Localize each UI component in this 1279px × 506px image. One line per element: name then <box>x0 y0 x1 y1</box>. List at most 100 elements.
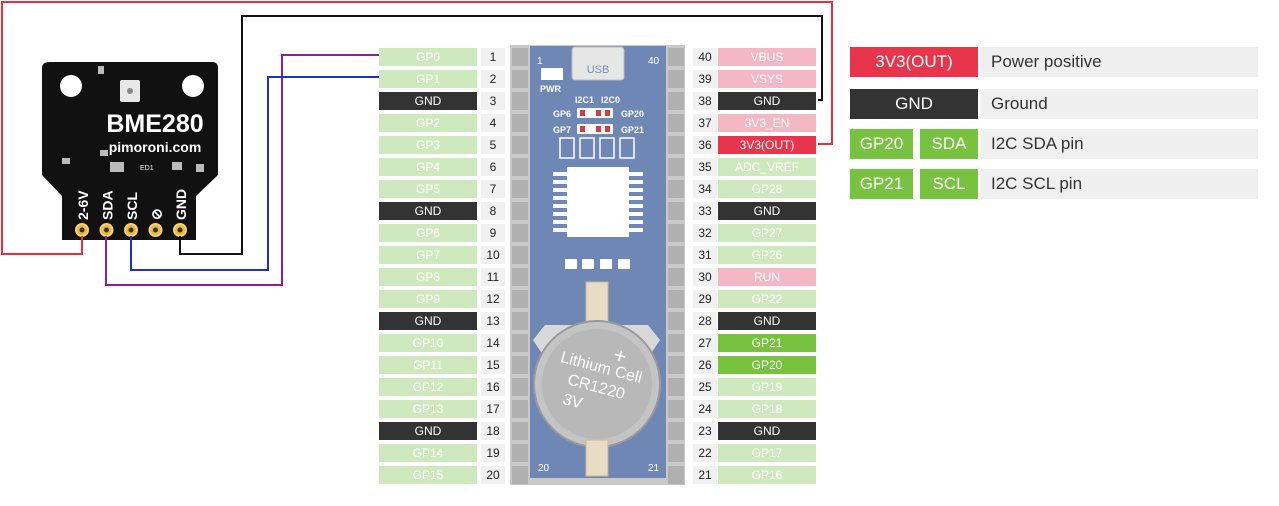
right-pin-label: GP28 <box>718 180 816 198</box>
pin1-silk: 1 <box>537 56 543 67</box>
left-pin-number: 16 <box>481 378 505 396</box>
right-pin-label: VSYS <box>718 70 816 88</box>
right-pin-label: GND <box>718 312 816 330</box>
legend-row-background <box>980 169 1258 199</box>
right-pin-label: GND <box>718 202 816 220</box>
right-pin-label: VBUS <box>718 48 816 66</box>
left-pin-number: 10 <box>481 246 505 264</box>
svg-text:+: + <box>611 342 630 369</box>
left-pin-label: GP12 <box>379 378 477 396</box>
left-pin-number: 19 <box>481 444 505 462</box>
legend-row: 3V3(OUT) Power positive <box>850 47 1258 77</box>
left-pin-number: 9 <box>481 224 505 242</box>
right-pin-number: 40 <box>693 48 717 66</box>
left-pin-label: GND <box>379 202 477 220</box>
right-pin-number: 23 <box>693 422 717 440</box>
sda-wire <box>105 54 379 286</box>
sensor-chip-label: ED1 <box>140 165 154 172</box>
left-pin-label: GP3 <box>379 136 477 154</box>
right-pin-label: GP20 <box>718 356 816 374</box>
left-pin-number: 4 <box>481 114 505 132</box>
right-pin-label: GP17 <box>718 444 816 462</box>
left-pin-number: 14 <box>481 334 505 352</box>
left-pin-number: 12 <box>481 290 505 308</box>
sensor-label-pin-vcc: 2-6V <box>75 190 91 220</box>
right-pin-number: 26 <box>693 356 717 374</box>
usb-label: USB <box>587 64 610 76</box>
left-pin-label: GP5 <box>379 180 477 198</box>
left-pin-number: 17 <box>481 400 505 418</box>
usb-connector <box>571 46 625 81</box>
legend-tag: GND <box>850 89 978 119</box>
ic-chip <box>567 167 629 237</box>
left-pin-label: GP0 <box>379 48 477 66</box>
left-pin-label: GP15 <box>379 466 477 484</box>
right-pin-label: ADC_VREF <box>718 158 816 176</box>
right-pin-number: 37 <box>693 114 717 132</box>
legend-tag: 3V3(OUT) <box>850 47 978 77</box>
legend-tag: GP21 <box>850 169 913 199</box>
sensor-label-pin-sda: SDA <box>100 190 116 220</box>
right-pin-label: GND <box>718 92 816 110</box>
pin20-silk: 20 <box>538 463 550 474</box>
legend-tag: SCL <box>920 169 978 199</box>
battery-voltage-text: 3V <box>561 391 585 413</box>
legend-tag: GP20 <box>850 129 913 159</box>
left-pin-label: GND <box>379 422 477 440</box>
sensor-label-pin-nc: ⊘ <box>149 208 165 220</box>
left-pin-label: GP1 <box>379 70 477 88</box>
left-pin-number: 15 <box>481 356 505 374</box>
scl-wire <box>130 76 379 271</box>
left-pin-number: 3 <box>481 92 505 110</box>
left-pin-label: GP13 <box>379 400 477 418</box>
right-pin-number: 25 <box>693 378 717 396</box>
right-pin-number: 39 <box>693 70 717 88</box>
right-pin-number: 21 <box>693 466 717 484</box>
right-pin-label: GP16 <box>718 466 816 484</box>
sensor-label-pin-gnd: GND <box>173 189 189 220</box>
left-pin-label: GP4 <box>379 158 477 176</box>
legend-tag: SDA <box>920 129 978 159</box>
left-pin-number: 8 <box>481 202 505 220</box>
left-pin-number: 11 <box>481 268 505 286</box>
pwr-led-label: PWR <box>540 84 561 94</box>
coin-cell-battery: + Lithium Cell CR1220 3V <box>533 281 661 477</box>
legend-row-background <box>980 129 1258 159</box>
left-pin-label: GND <box>379 92 477 110</box>
left-pin-label: GP8 <box>379 268 477 286</box>
left-pin-number: 13 <box>481 312 505 330</box>
left-pin-number: 5 <box>481 136 505 154</box>
legend-row-background <box>980 47 1258 77</box>
pico-board: USB 1 40 PWR I2C1 I2C0 GP6 GP7 GP20 GP21 <box>510 45 685 485</box>
gnd-wire <box>179 15 823 255</box>
left-pin-label: GP7 <box>379 246 477 264</box>
legend-description: Ground <box>991 94 1048 113</box>
right-pin-number: 32 <box>693 224 717 242</box>
pin40-silk: 40 <box>648 56 660 67</box>
right-pin-number: 36 <box>693 136 717 154</box>
pin21-silk: 21 <box>648 463 660 474</box>
i2c0-label: I2C0 <box>601 95 620 105</box>
right-pin-label: GP26 <box>718 246 816 264</box>
vcc-wire <box>1 1 833 255</box>
right-pin-label: 3V3_EN <box>718 114 816 132</box>
right-pin-number: 35 <box>693 158 717 176</box>
left-pin-label: GND <box>379 312 477 330</box>
right-pin-number: 38 <box>693 92 717 110</box>
left-pin-label: GP2 <box>379 114 477 132</box>
legend-description: Power positive <box>991 52 1102 71</box>
right-pin-number: 30 <box>693 268 717 286</box>
sensor-label-pin-scl: SCL <box>124 192 140 220</box>
right-pin-number: 28 <box>693 312 717 330</box>
legend-row-background <box>980 89 1258 119</box>
legend-description: I2C SCL pin <box>991 174 1083 193</box>
right-pin-label: GND <box>718 422 816 440</box>
right-pin-number: 31 <box>693 246 717 264</box>
left-pin-label: GP11 <box>379 356 477 374</box>
right-pin-number: 27 <box>693 334 717 352</box>
left-pin-number: 6 <box>481 158 505 176</box>
left-pin-label: GP10 <box>379 334 477 352</box>
